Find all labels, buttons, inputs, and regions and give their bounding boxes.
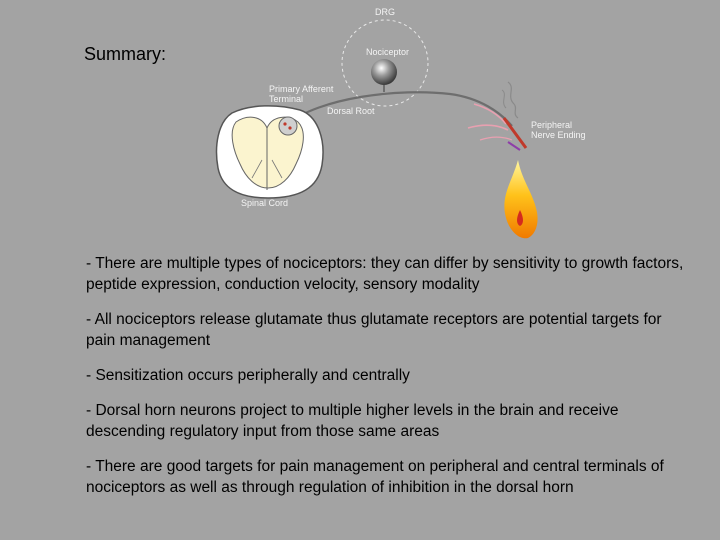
primary-afferent-label-1: Primary Afferent	[269, 84, 334, 94]
drg-circle	[341, 19, 429, 107]
spinal-cord-label: Spinal Cord	[241, 198, 288, 208]
summary-bullets: - There are multiple types of nociceptor…	[86, 253, 686, 512]
bullet-item: - All nociceptors release glutamate thus…	[86, 311, 662, 349]
central-terminal	[278, 116, 298, 136]
bullet-item: - Dorsal horn neurons project to multipl…	[86, 402, 619, 440]
peripheral-nerve-ending	[467, 81, 528, 151]
bullet-item: - Sensitization occurs peripherally and …	[86, 367, 410, 384]
flame-icon	[504, 160, 538, 239]
peripheral-label-1: Peripheral	[531, 120, 572, 130]
bullet-item: - There are good targets for pain manage…	[86, 458, 664, 496]
slide-title: Summary:	[84, 44, 167, 64]
spinal-cord	[215, 105, 324, 199]
nociceptor-pathway-diagram: DRG Nociceptor Primary Afferent Terminal…	[215, 7, 586, 239]
nociceptor-soma	[371, 59, 397, 85]
terminal-dot-1	[283, 122, 287, 126]
bullet-item: - There are multiple types of nociceptor…	[86, 255, 684, 293]
primary-afferent-label-2: Terminal	[269, 94, 303, 104]
terminal-dot-2	[288, 126, 292, 130]
peripheral-label-2: Nerve Ending	[531, 130, 586, 140]
afferent-axon	[285, 91, 513, 127]
drg-label: DRG	[375, 7, 395, 17]
dorsal-root-label: Dorsal Root	[327, 106, 375, 116]
nociceptor-label: Nociceptor	[366, 47, 409, 57]
